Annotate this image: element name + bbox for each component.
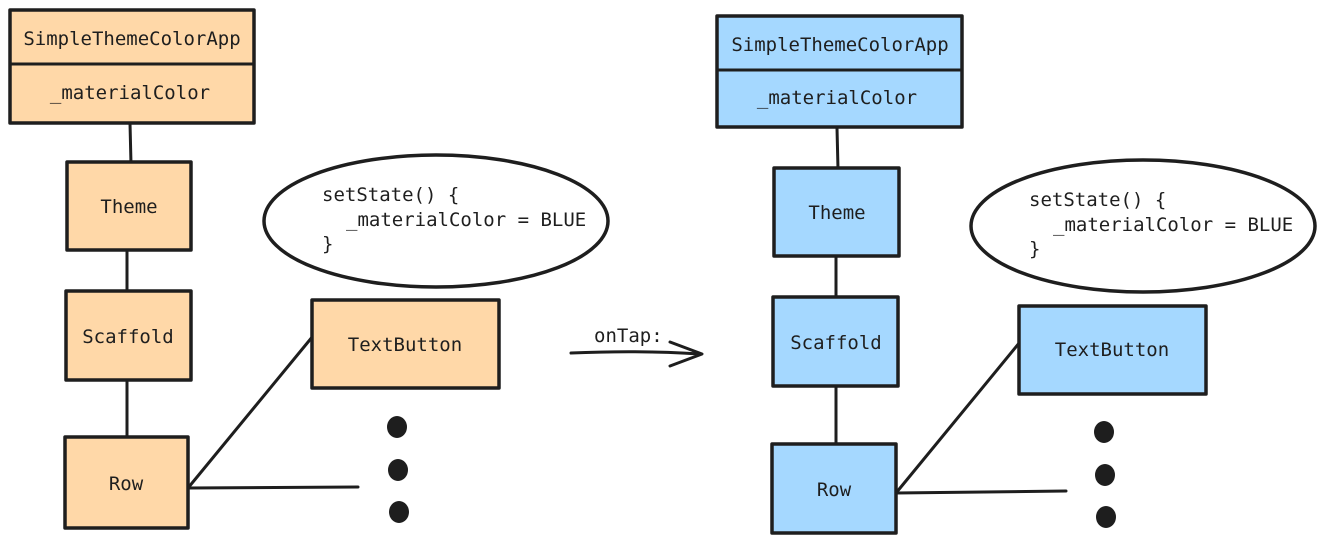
app-node-title: SimpleThemeColorApp xyxy=(23,28,240,50)
edge-app-theme-after xyxy=(835,126,840,171)
transition-label: onTap: xyxy=(594,325,663,347)
edge-row-more-after xyxy=(894,489,1068,495)
app-node-field: _materialColor xyxy=(757,87,917,109)
code-line-3: } xyxy=(1029,238,1040,260)
textbutton-node-label: TextButton xyxy=(348,334,462,356)
transition-arrow: onTap: xyxy=(569,325,704,368)
code-line-2: _materialColor = BLUE xyxy=(346,209,586,231)
dot xyxy=(1094,421,1114,443)
edge-row-textbutton-before xyxy=(186,334,315,490)
theme-node-after: Theme xyxy=(772,166,901,258)
theme-node-before: Theme xyxy=(65,160,193,252)
scaffold-node-after: Scaffold xyxy=(771,295,900,388)
more-children-dots-after xyxy=(1094,421,1116,528)
dot xyxy=(387,416,407,438)
row-node-label: Row xyxy=(109,473,144,495)
setstate-bubble-shape xyxy=(262,153,610,289)
theme-node-box xyxy=(772,166,901,258)
row-node-label: Row xyxy=(817,479,852,501)
code-line-2: _materialColor = BLUE xyxy=(1053,214,1293,236)
setstate-bubble-shape xyxy=(969,158,1317,294)
dot xyxy=(388,459,408,481)
app-node-before: SimpleThemeColorApp _materialColor xyxy=(8,8,256,125)
more-children-dots-before xyxy=(387,416,409,523)
code-line-1: setState() { xyxy=(1029,189,1166,211)
setstate-bubble-after: setState() { _materialColor = BLUE } xyxy=(969,158,1317,294)
app-node-box xyxy=(8,8,256,125)
code-line-3: } xyxy=(322,233,333,255)
textbutton-node-label: TextButton xyxy=(1055,339,1169,361)
app-node-title: SimpleThemeColorApp xyxy=(731,34,948,56)
scaffold-node-before: Scaffold xyxy=(64,289,193,382)
theme-node-label: Theme xyxy=(100,196,157,218)
textbutton-node-before: TextButton xyxy=(310,298,501,390)
row-node-before: Row xyxy=(63,435,190,530)
textbutton-node-after: TextButton xyxy=(1017,304,1208,396)
setstate-bubble-before: setState() { _materialColor = BLUE } xyxy=(262,153,610,289)
scaffold-node-box xyxy=(771,295,900,388)
dot xyxy=(1095,464,1115,486)
app-node-field: _materialColor xyxy=(50,82,210,104)
edge-row-textbutton-after xyxy=(894,340,1022,495)
textbutton-node-box xyxy=(1017,304,1208,396)
theme-node-label: Theme xyxy=(808,202,865,224)
app-node-after: SimpleThemeColorApp _materialColor xyxy=(715,14,964,129)
scaffold-node-label: Scaffold xyxy=(790,332,882,354)
edge-row-more-before xyxy=(186,485,360,490)
row-node-box xyxy=(63,435,190,530)
textbutton-node-box xyxy=(310,298,501,390)
row-node-after: Row xyxy=(770,442,898,535)
before-tree: SimpleThemeColorApp _materialColor Theme… xyxy=(8,8,610,530)
dot xyxy=(389,501,409,523)
dot xyxy=(1096,506,1116,528)
code-line-1: setState() { xyxy=(322,184,459,206)
scaffold-node-box xyxy=(64,289,193,382)
scaffold-node-label: Scaffold xyxy=(82,326,174,348)
row-node-box xyxy=(770,442,898,535)
edge-app-theme-before xyxy=(128,121,133,166)
arrow-head xyxy=(668,340,704,368)
theme-node-box xyxy=(65,160,193,252)
arrow-shaft xyxy=(569,350,702,356)
after-tree: SimpleThemeColorApp _materialColor Theme… xyxy=(715,14,1317,535)
